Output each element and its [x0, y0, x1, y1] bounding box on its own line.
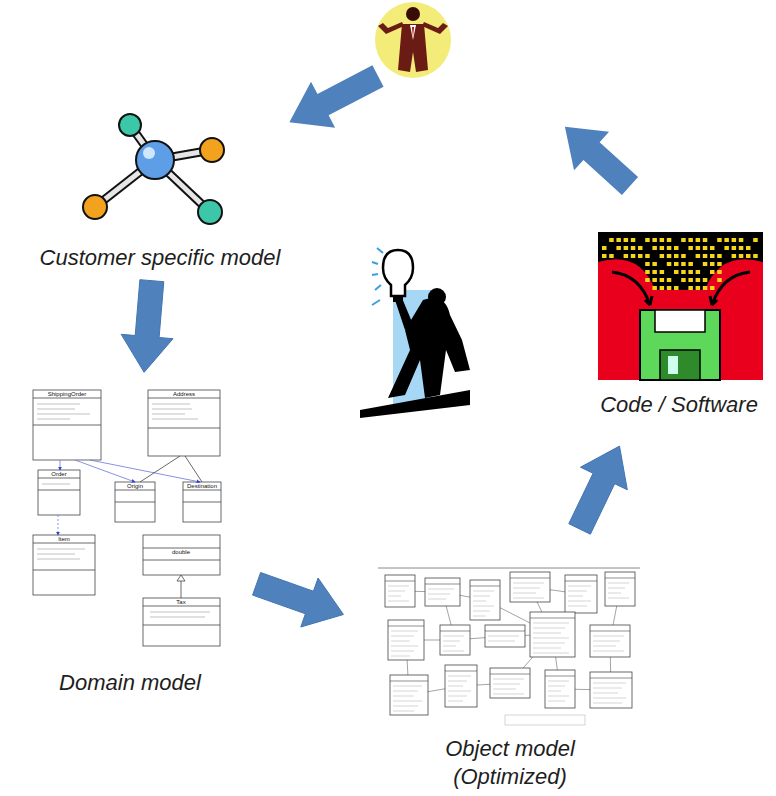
class-name: Order	[51, 471, 66, 478]
class-name: Destination	[187, 483, 217, 490]
class-name: Origin	[127, 483, 143, 490]
class-name: Tax	[176, 599, 185, 606]
class-name: ShippingOrder	[48, 391, 87, 398]
illustrated-step: Object model (Optimized)	[365, 555, 655, 792]
flow-arrow	[253, 573, 344, 628]
idea-man-icon	[360, 248, 470, 418]
step-caption: Customer specific model	[40, 244, 281, 273]
cycle-arrow	[547, 108, 647, 206]
businessman-icon	[375, 2, 451, 78]
illustrated-step: Domain model	[25, 380, 235, 698]
illustrated-step: Customer specific model	[5, 95, 315, 273]
class-name: Item	[58, 536, 70, 543]
step-caption: Code / Software	[600, 391, 758, 420]
step-caption: Object model (Optimized)	[425, 735, 595, 792]
object-model-diagram	[378, 568, 640, 725]
cycle-arrow	[277, 53, 390, 145]
flow-arrow	[569, 446, 628, 534]
illustrated-step: Code / Software	[585, 225, 773, 420]
step-caption: Domain model	[59, 669, 201, 698]
uml-class-diagram	[33, 390, 221, 646]
molecule-icon	[83, 114, 224, 224]
class-name: double	[172, 549, 190, 556]
flow-arrow	[121, 280, 173, 373]
code-software-icon	[598, 232, 763, 380]
class-name: Address	[173, 391, 195, 398]
